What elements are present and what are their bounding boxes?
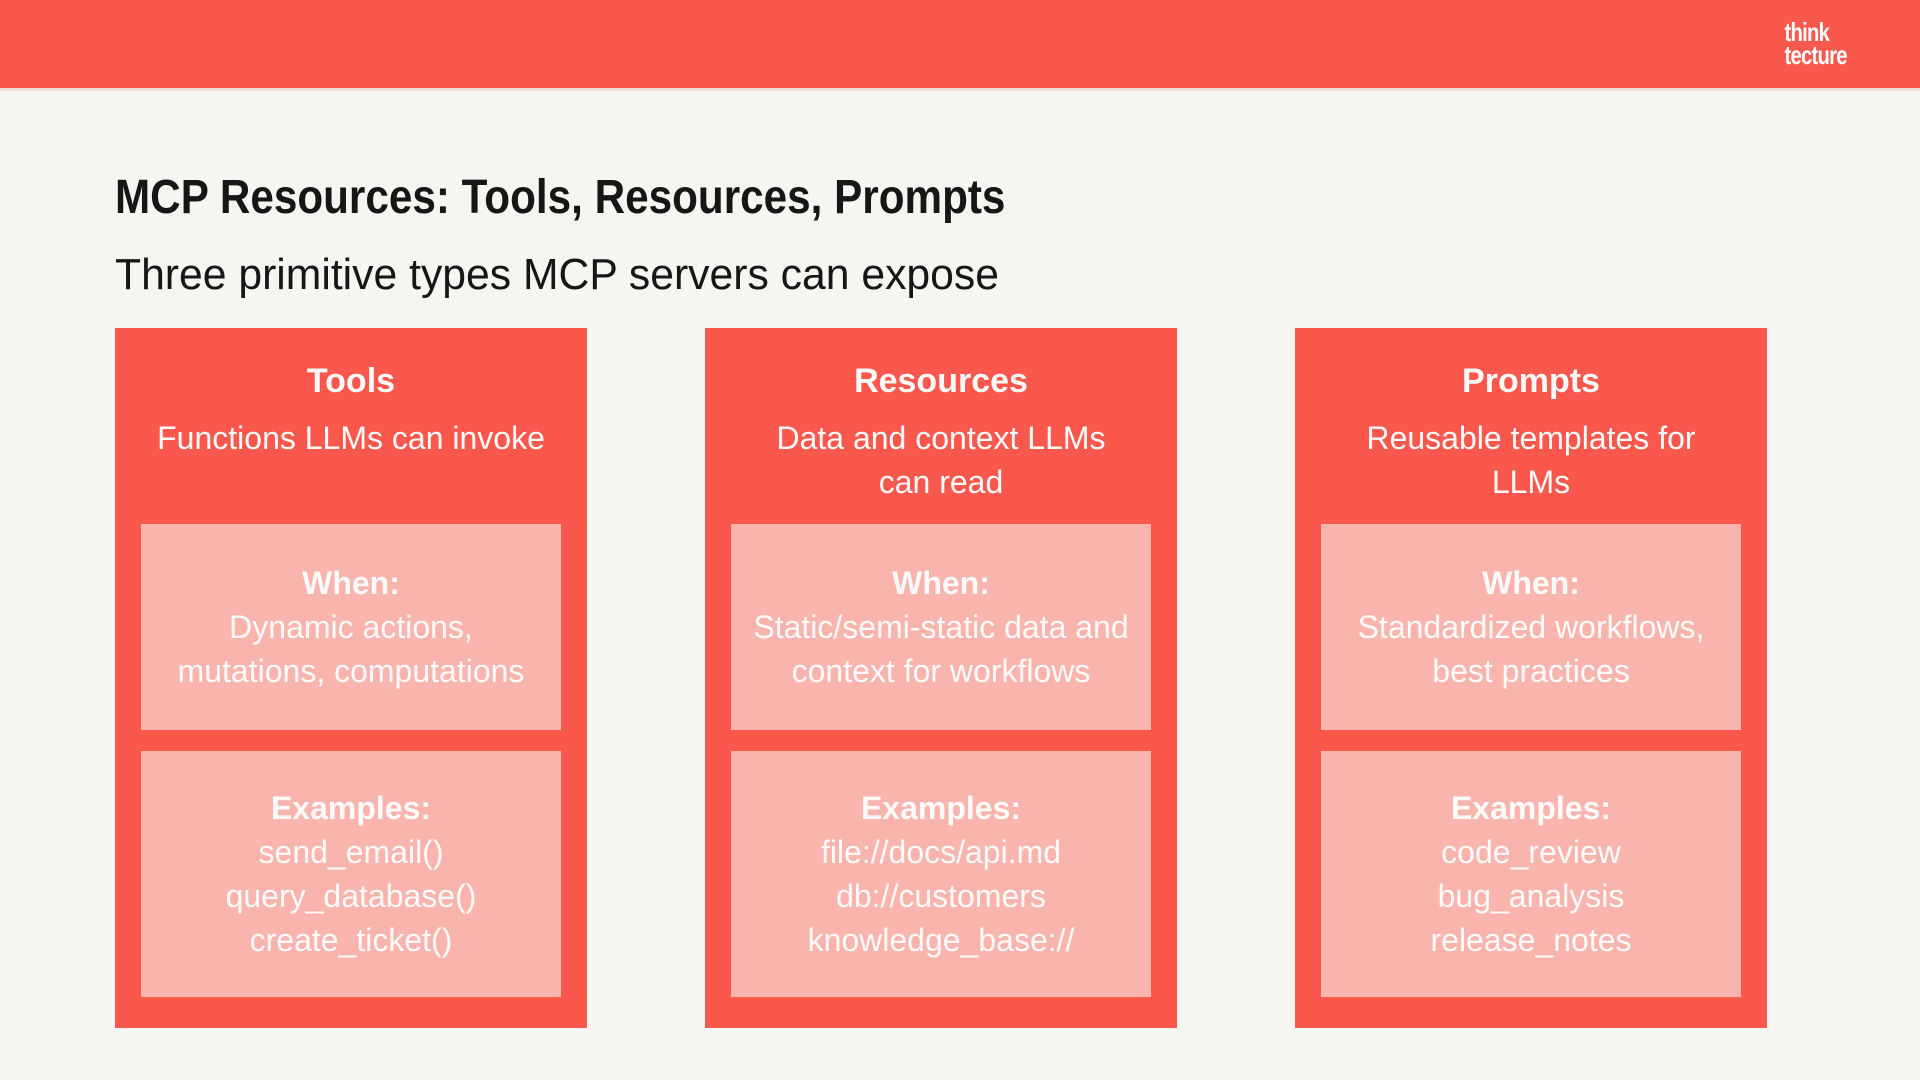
example-item: create_ticket() [249, 922, 453, 958]
card-prompts-when-panel: When: Standardized workflows, best pract… [1321, 524, 1741, 730]
card-resources: Resources Data and context LLMs can read… [705, 328, 1177, 1028]
card-prompts: Prompts Reusable templates for LLMs When… [1295, 328, 1767, 1028]
example-item: release_notes [1430, 922, 1632, 958]
card-prompts-examples-panel: Examples: code_review bug_analysis relea… [1321, 751, 1741, 997]
card-resources-description: Data and context LLMs can read [705, 416, 1177, 504]
example-item: query_database() [225, 878, 477, 914]
card-prompts-header: Prompts Reusable templates for LLMs [1295, 328, 1767, 524]
card-resources-header: Resources Data and context LLMs can read [705, 328, 1177, 524]
examples-label: Examples: [860, 790, 1022, 826]
card-tools-title: Tools [306, 362, 396, 400]
card-tools-when-panel: When: Dynamic actions, mutations, comput… [141, 524, 561, 730]
page-title-text: MCP Resources: Tools, Resources, Prompts [115, 171, 1006, 224]
when-label: When: [302, 565, 400, 601]
card-tools-header: Tools Functions LLMs can invoke [115, 328, 587, 524]
when-line: mutations, computations [177, 653, 525, 689]
card-tools: Tools Functions LLMs can invoke When: Dy… [115, 328, 587, 1028]
when-line: Static/semi-static data and [753, 609, 1129, 645]
example-item: db://customers [836, 878, 1046, 914]
examples-label: Examples: [1450, 790, 1612, 826]
when-line: Dynamic actions, [229, 609, 473, 645]
example-item: code_review [1441, 834, 1621, 870]
card-resources-when-panel: When: Static/semi-static data and contex… [731, 524, 1151, 730]
when-label: When: [892, 565, 990, 601]
card-prompts-description-line: LLMs [1491, 464, 1571, 500]
example-item: send_email() [258, 834, 444, 870]
examples-label: Examples: [270, 790, 432, 826]
card-resources-description-line: can read [878, 464, 1004, 500]
when-line: best practices [1432, 653, 1630, 689]
thinktecture-logo: think tecture [1784, 17, 1848, 70]
card-prompts-title: Prompts [1462, 362, 1600, 400]
when-line: Standardized workflows, [1357, 609, 1705, 645]
card-prompts-description: Reusable templates for LLMs [1295, 416, 1767, 504]
cards-row: Tools Functions LLMs can invoke When: Dy… [115, 328, 1767, 1028]
card-resources-title: Resources [854, 362, 1028, 400]
logo-line-2: tecture [1784, 40, 1848, 70]
example-item: bug_analysis [1437, 878, 1625, 914]
card-tools-description: Functions LLMs can invoke [115, 416, 587, 460]
when-line: context for workflows [791, 653, 1091, 689]
page-title: MCP Resources: Tools, Resources, Prompts [115, 170, 1127, 225]
card-prompts-description-line: Reusable templates for [1366, 420, 1696, 456]
card-resources-description-line: Data and context LLMs [776, 420, 1106, 456]
page-subtitle: Three primitive types MCP servers can ex… [115, 250, 1026, 301]
example-item: file://docs/api.md [820, 834, 1062, 870]
example-item: knowledge_base:// [807, 922, 1075, 958]
when-label: When: [1482, 565, 1580, 601]
card-resources-examples-panel: Examples: file://docs/api.md db://custom… [731, 751, 1151, 997]
top-brand-bar: think tecture [0, 0, 1920, 91]
page-subtitle-text: Three primitive types MCP servers can ex… [115, 250, 999, 299]
card-tools-description-line: Functions LLMs can invoke [157, 420, 545, 456]
card-tools-examples-panel: Examples: send_email() query_database() … [141, 751, 561, 997]
logo-line-1: think [1784, 17, 1830, 47]
